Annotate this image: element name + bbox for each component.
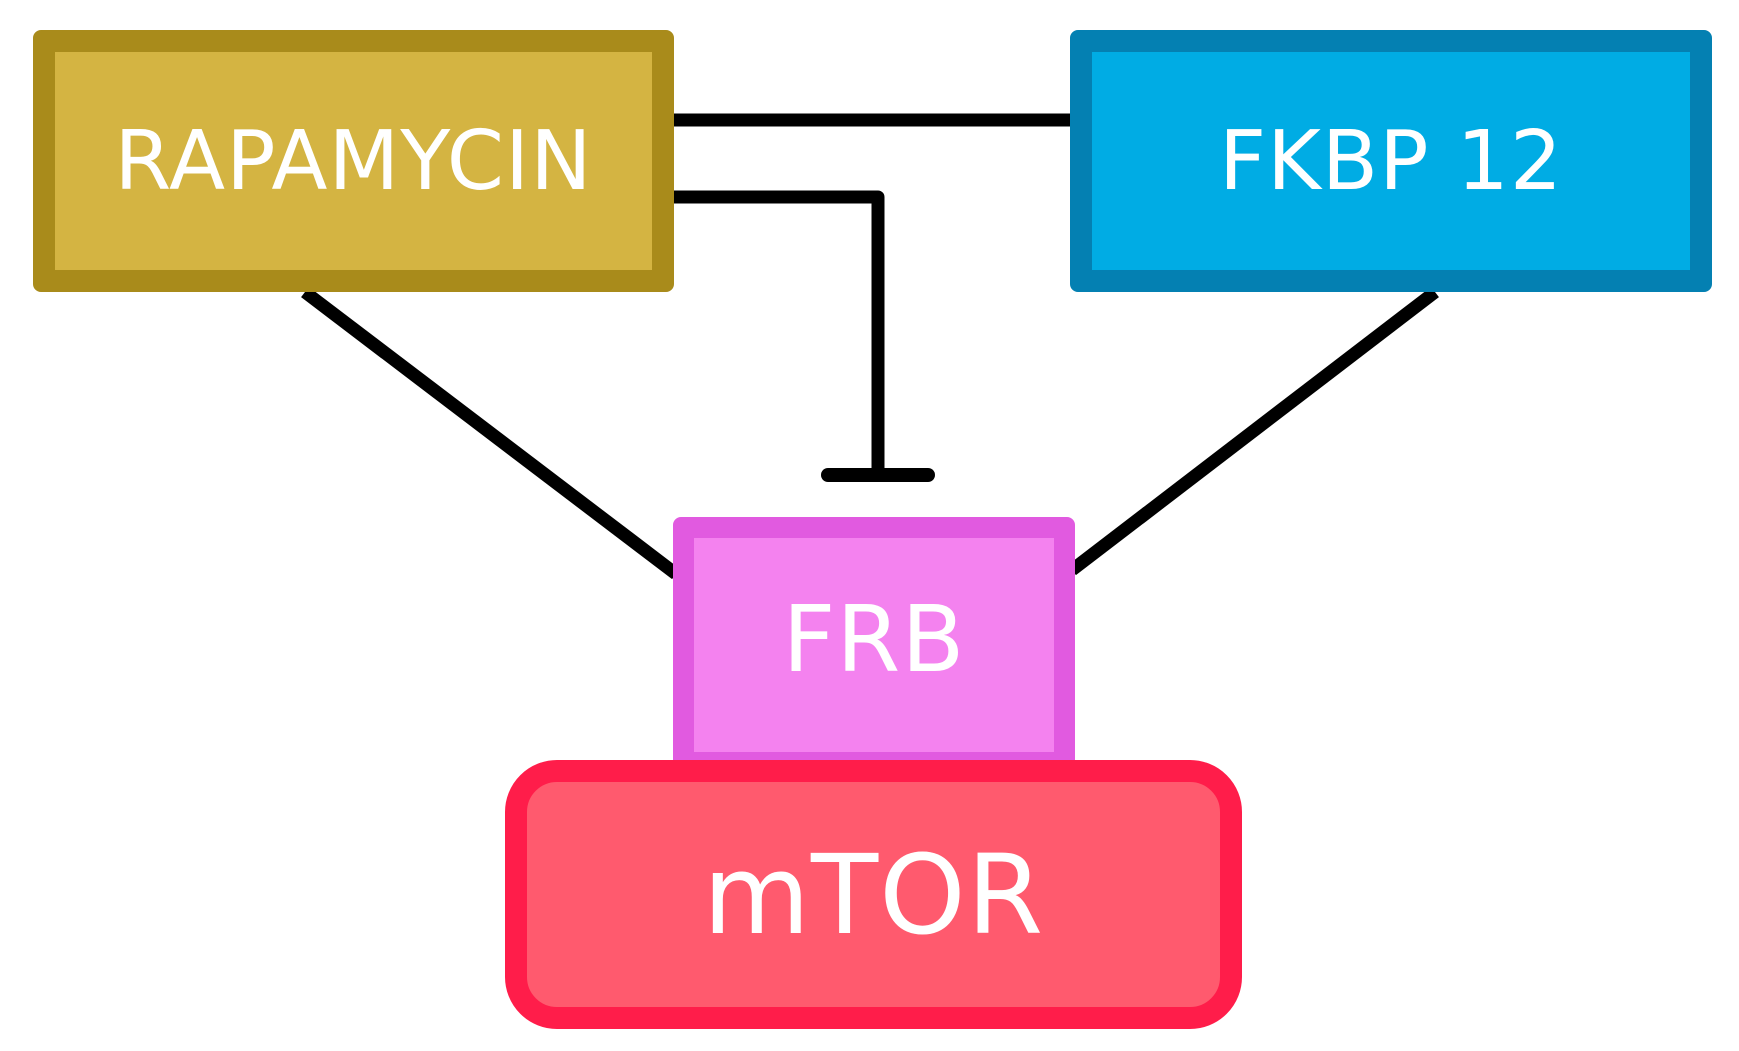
edge-rapamycin-mtor-inhibition [674,190,885,475]
node-mtor-label: mTOR [702,830,1045,959]
node-fkbp12-label: FKBP 12 [1218,113,1564,209]
node-rapamycin: RAPAMYCIN [33,30,674,292]
node-frb-label: FRB [782,585,966,693]
node-frb: FRB [673,517,1075,773]
node-mtor: mTOR [505,760,1242,1029]
node-fkbp12: FKBP 12 [1070,30,1712,292]
edge-rapamycin-frb [301,286,680,580]
edge-fkbp12-frb [1068,286,1439,576]
node-rapamycin-label: RAPAMYCIN [114,113,593,209]
